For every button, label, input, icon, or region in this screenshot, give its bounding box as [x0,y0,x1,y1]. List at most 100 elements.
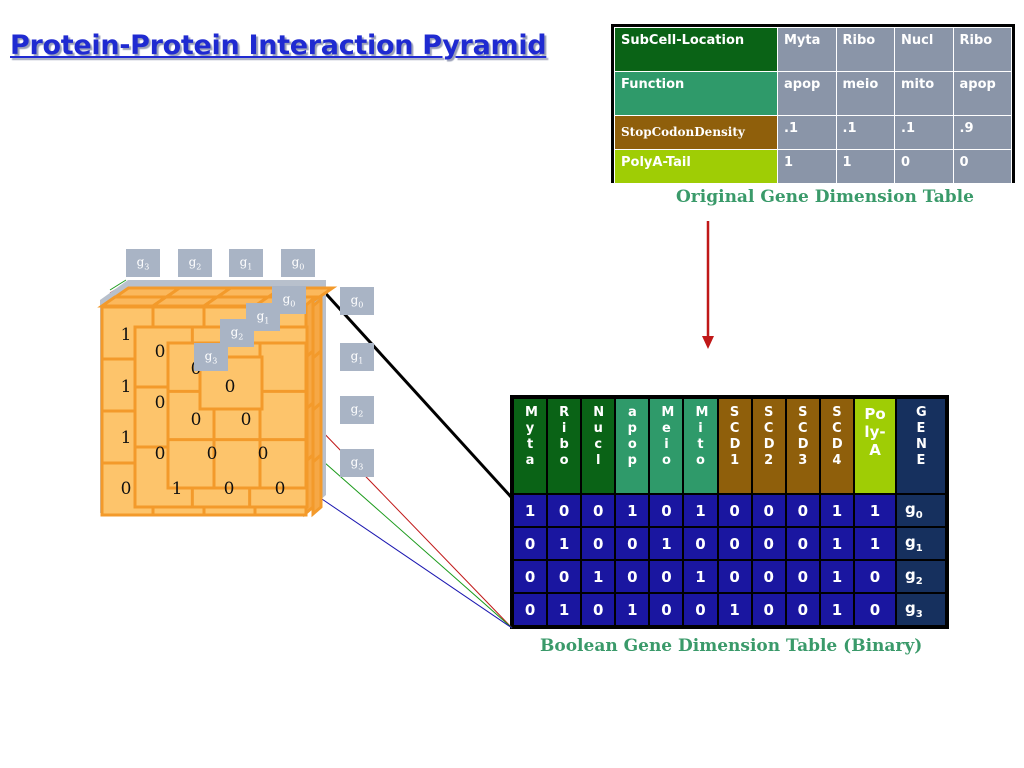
boolean-cell: 0 [752,561,785,592]
cube-digit: 1 [121,325,132,345]
gene-subscript: 2 [915,576,923,587]
boolean-cell: 1 [820,561,853,592]
boolean-header-cell: SCD3 [786,399,819,493]
gene-label-top-g2: g2 [178,249,212,277]
original-table-cell: 0 [894,149,954,184]
original-table-cell: .1 [777,115,837,150]
gene-subscript: 1 [915,543,923,554]
boolean-header-cell: Meio [650,399,683,493]
boolean-header-cell: Poly-A [855,399,895,493]
boolean-cell: 0 [786,561,819,592]
boolean-cell: 0 [684,594,717,625]
original-row-label: PolyA-Tail [614,149,778,184]
connector-line-black [316,283,514,500]
gene-name-cell: g0 [897,495,945,526]
boolean-header-cell: SCD2 [752,399,785,493]
boolean-header-label: Nucl [593,405,605,468]
gene-label-right-g0: g0 [340,287,374,315]
gene-label-top-g1: g1 [229,249,263,277]
gene-subscript: 3 [915,609,923,620]
boolean-cell: 0 [718,561,751,592]
boolean-header-cell: SCD4 [820,399,853,493]
gene-name: g [905,599,916,617]
boolean-cell: 0 [855,594,895,625]
boolean-cell: 1 [650,528,683,559]
connector-line-green [315,454,513,629]
boolean-cell: 1 [684,495,717,526]
cube-digit: 0 [275,479,286,499]
boolean-cell: 0 [752,528,785,559]
boolean-cell: 0 [786,528,819,559]
original-table-cell: mito [894,71,954,116]
boolean-cell: 0 [514,528,547,559]
boolean-cell: 0 [548,561,581,592]
boolean-cell: 0 [616,528,649,559]
boolean-header-cell: GENE [897,399,945,493]
gene-name: g [905,566,916,584]
boolean-cell: 1 [855,528,895,559]
cube-digit: 0 [155,444,166,464]
boolean-header-label: GENE [916,405,927,468]
gene-label-top-g3: g3 [126,249,160,277]
boolean-header-cell: SCD1 [718,399,751,493]
boolean-cell: 1 [514,495,547,526]
original-table-cell: Myta [777,27,837,72]
gene-name: g [905,500,916,518]
boolean-header-label: Ribo [559,405,570,468]
original-table-row: StopCodonDensity.1.1.1.9 [614,115,1012,150]
boolean-cell: 1 [548,594,581,625]
cube-digit: 0 [207,444,218,464]
boolean-header-cell: Mito [684,399,717,493]
boolean-cell: 0 [514,561,547,592]
boolean-cell: 1 [820,528,853,559]
original-table-cell: meio [835,71,895,116]
boolean-header-cell: Ribo [548,399,581,493]
original-table-cell: apop [952,71,1012,116]
cube-digit: 0 [225,377,236,397]
boolean-cell: 0 [786,594,819,625]
original-row-label: SubCell-Location [614,27,778,72]
boolean-cell: 0 [582,528,615,559]
original-table-caption: Original Gene Dimension Table [676,187,974,207]
boolean-cell: 0 [752,594,785,625]
cube-digit: 1 [172,479,183,499]
boolean-header-label: SCD1 [729,405,741,468]
boolean-cell: 0 [718,528,751,559]
cube-digit: 1 [121,377,132,397]
boolean-cell: 0 [616,561,649,592]
boolean-cell: 0 [855,561,895,592]
boolean-cell: 0 [582,594,615,625]
cube-digit: 0 [191,410,202,430]
cube-digit: 1 [121,428,132,448]
boolean-cell: 1 [582,561,615,592]
gene-label-right-g1: g1 [340,343,374,371]
original-row-label: StopCodonDensity [614,115,778,150]
gene-name: g [905,533,916,551]
gene-name-cell: g3 [897,594,945,625]
boolean-cell: 1 [820,495,853,526]
original-table-cell: .9 [952,115,1012,150]
boolean-cell: 1 [718,594,751,625]
boolean-header-cell: Myta [514,399,547,493]
boolean-header-label: SCD2 [763,405,775,468]
boolean-cell: 1 [548,528,581,559]
boolean-header-label: Poly-A [864,405,886,459]
cube-digit: 0 [241,410,252,430]
page-title: Protein-Protein Interaction Pyramid [10,30,547,61]
boolean-header-label: apop [627,405,637,468]
cube-digit: 0 [155,393,166,413]
cube-digit: 0 [121,479,132,499]
boolean-cell: 1 [616,495,649,526]
boolean-cell: 1 [855,495,895,526]
boolean-cell: 0 [582,495,615,526]
original-table-cell: 1 [777,149,837,184]
down-arrow-icon [702,221,714,349]
boolean-cell: 0 [752,495,785,526]
original-table-cell: .1 [894,115,954,150]
boolean-cell: 0 [650,594,683,625]
original-table-cell: Ribo [835,27,895,72]
